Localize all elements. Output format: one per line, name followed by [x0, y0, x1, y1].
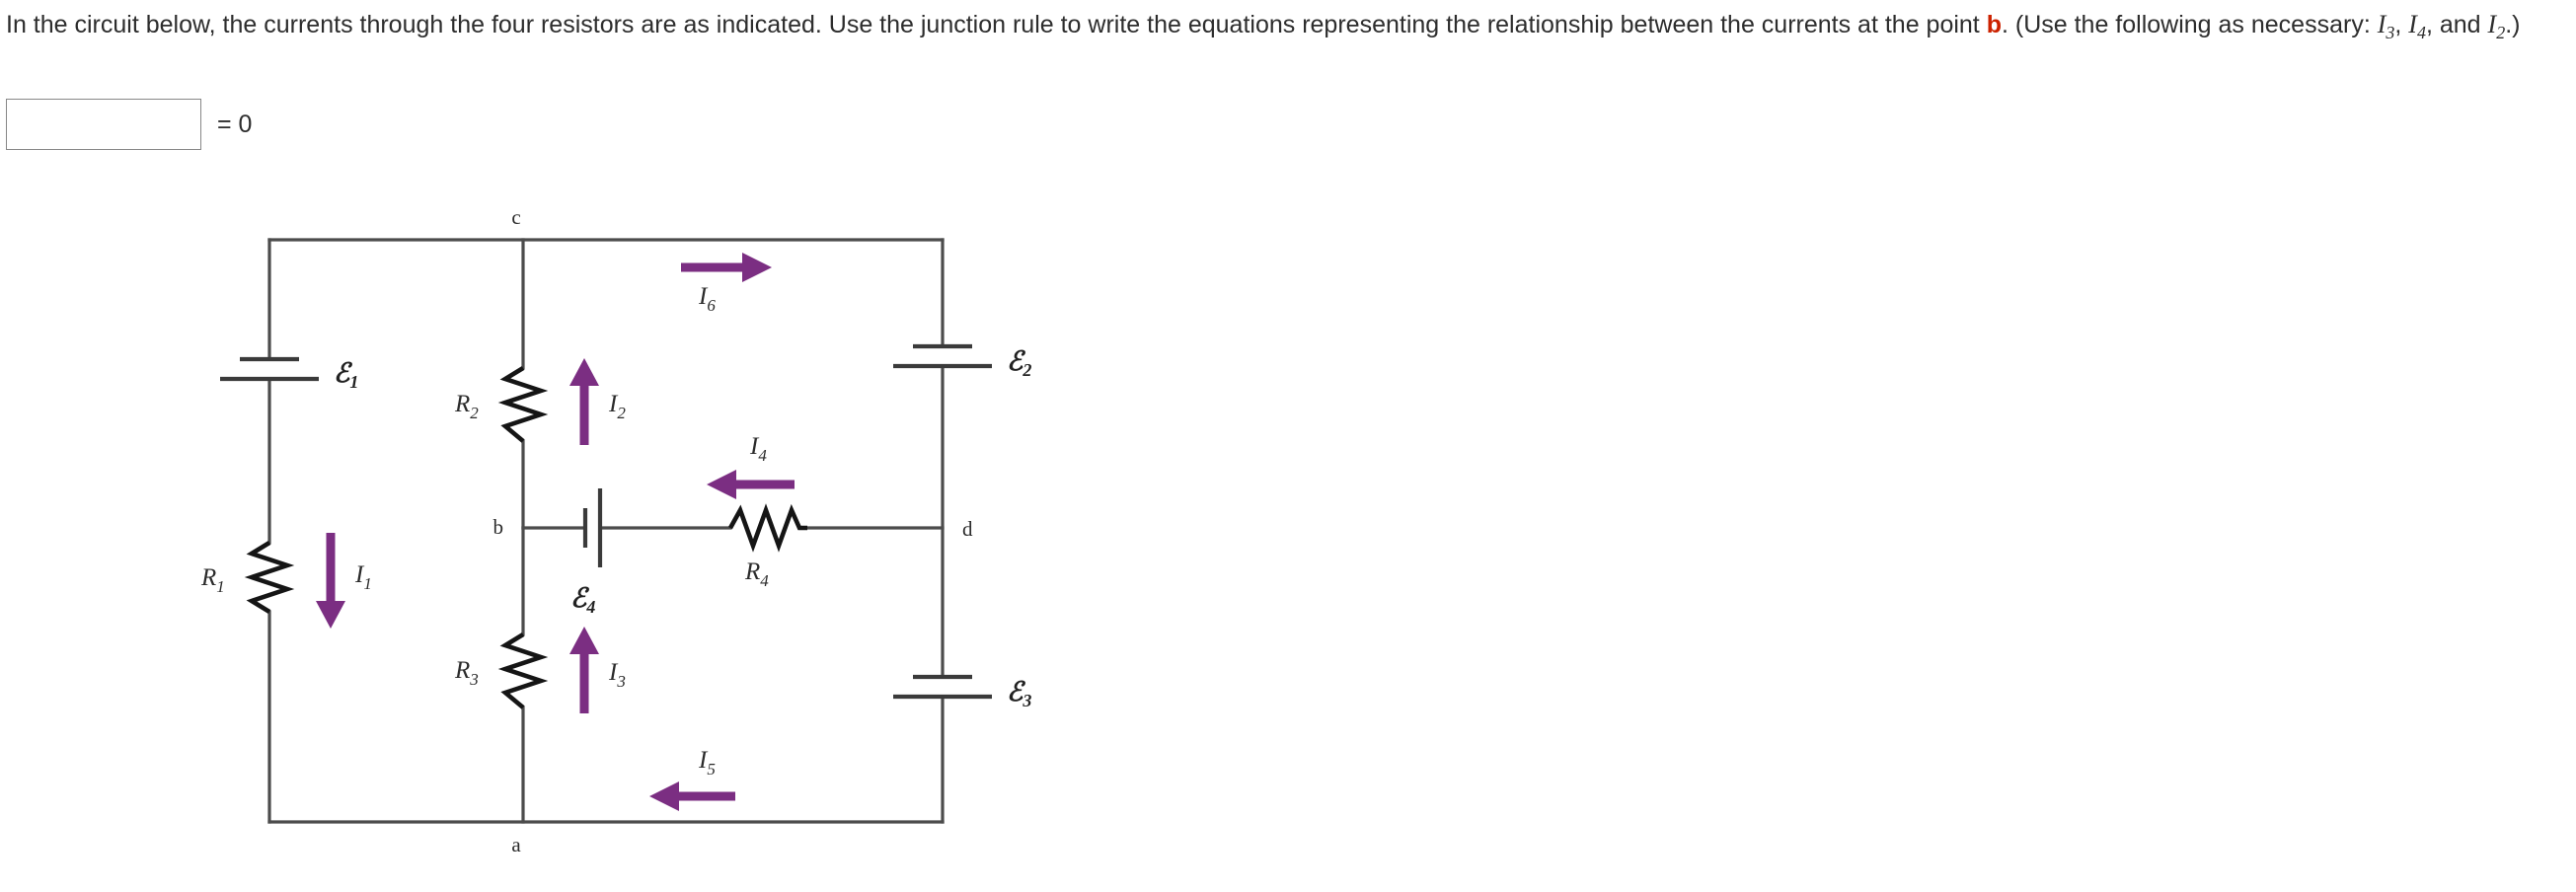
resistor-r3: R3	[454, 632, 549, 709]
current-arrow-i2: I2	[569, 358, 626, 445]
answer-row: = 0	[6, 99, 252, 150]
current-arrow-i5: I5	[649, 747, 735, 811]
question-text-part3: .)	[2505, 11, 2521, 38]
battery-e3-label: ℰ3	[1007, 677, 1031, 710]
current-i5-label: I5	[698, 747, 716, 779]
node-label-d: d	[962, 517, 973, 541]
current-arrow-i4: I4	[707, 433, 795, 499]
resistor-r4-label: R4	[744, 558, 769, 590]
equals-zero-label: = 0	[217, 110, 253, 138]
current-arrow-i3: I3	[569, 627, 626, 713]
battery-e4-label: ℰ4	[570, 583, 595, 617]
battery-e1-label: ℰ1	[334, 358, 358, 392]
battery-e4: ℰ4	[570, 488, 603, 617]
question-node-reference: b	[1986, 11, 2002, 38]
answer-input[interactable]	[6, 99, 201, 150]
battery-e2-label: ℰ2	[1007, 346, 1031, 380]
node-label-b: b	[493, 515, 504, 539]
battery-e2: ℰ2	[893, 343, 1031, 380]
question-text-part2: . (Use the following as necessary:	[2001, 11, 2378, 38]
node-label-a: a	[511, 833, 521, 856]
circuit-diagram: ℰ1 ℰ2 ℰ3 ℰ4 R1 R2 R3 R4 I1	[178, 192, 1066, 863]
variable-i3-subscript: 3	[2386, 23, 2395, 42]
resistor-r4: R4	[727, 503, 807, 590]
node-label-c: c	[511, 205, 520, 229]
current-arrow-i6: I6	[681, 253, 772, 315]
current-i4-label: I4	[749, 433, 767, 465]
resistor-r1: R1	[200, 541, 295, 614]
variable-i3: I	[2377, 10, 2387, 38]
current-i2-label: I2	[608, 391, 626, 422]
question-separator-1: ,	[2394, 11, 2409, 38]
question-prompt: In the circuit below, the currents throu…	[6, 6, 2572, 43]
question-separator-2: , and	[2425, 11, 2488, 38]
resistor-r3-label: R3	[454, 657, 479, 689]
current-i3-label: I3	[608, 659, 626, 691]
resistor-r1-label: R1	[200, 564, 225, 596]
resistor-r2: R2	[454, 366, 549, 443]
variable-i2-subscript: 2	[2496, 23, 2506, 42]
current-arrow-i1: I1	[316, 533, 372, 629]
current-i6-label: I6	[698, 283, 716, 315]
battery-e3: ℰ3	[893, 674, 1031, 710]
variable-i4: I	[2408, 10, 2417, 38]
current-i1-label: I1	[354, 561, 372, 593]
question-text-part1: In the circuit below, the currents throu…	[6, 11, 1987, 38]
variable-i4-subscript: 4	[2416, 23, 2426, 42]
variable-i2: I	[2487, 10, 2497, 38]
resistor-r2-label: R2	[454, 391, 479, 422]
battery-e1: ℰ1	[220, 356, 358, 392]
